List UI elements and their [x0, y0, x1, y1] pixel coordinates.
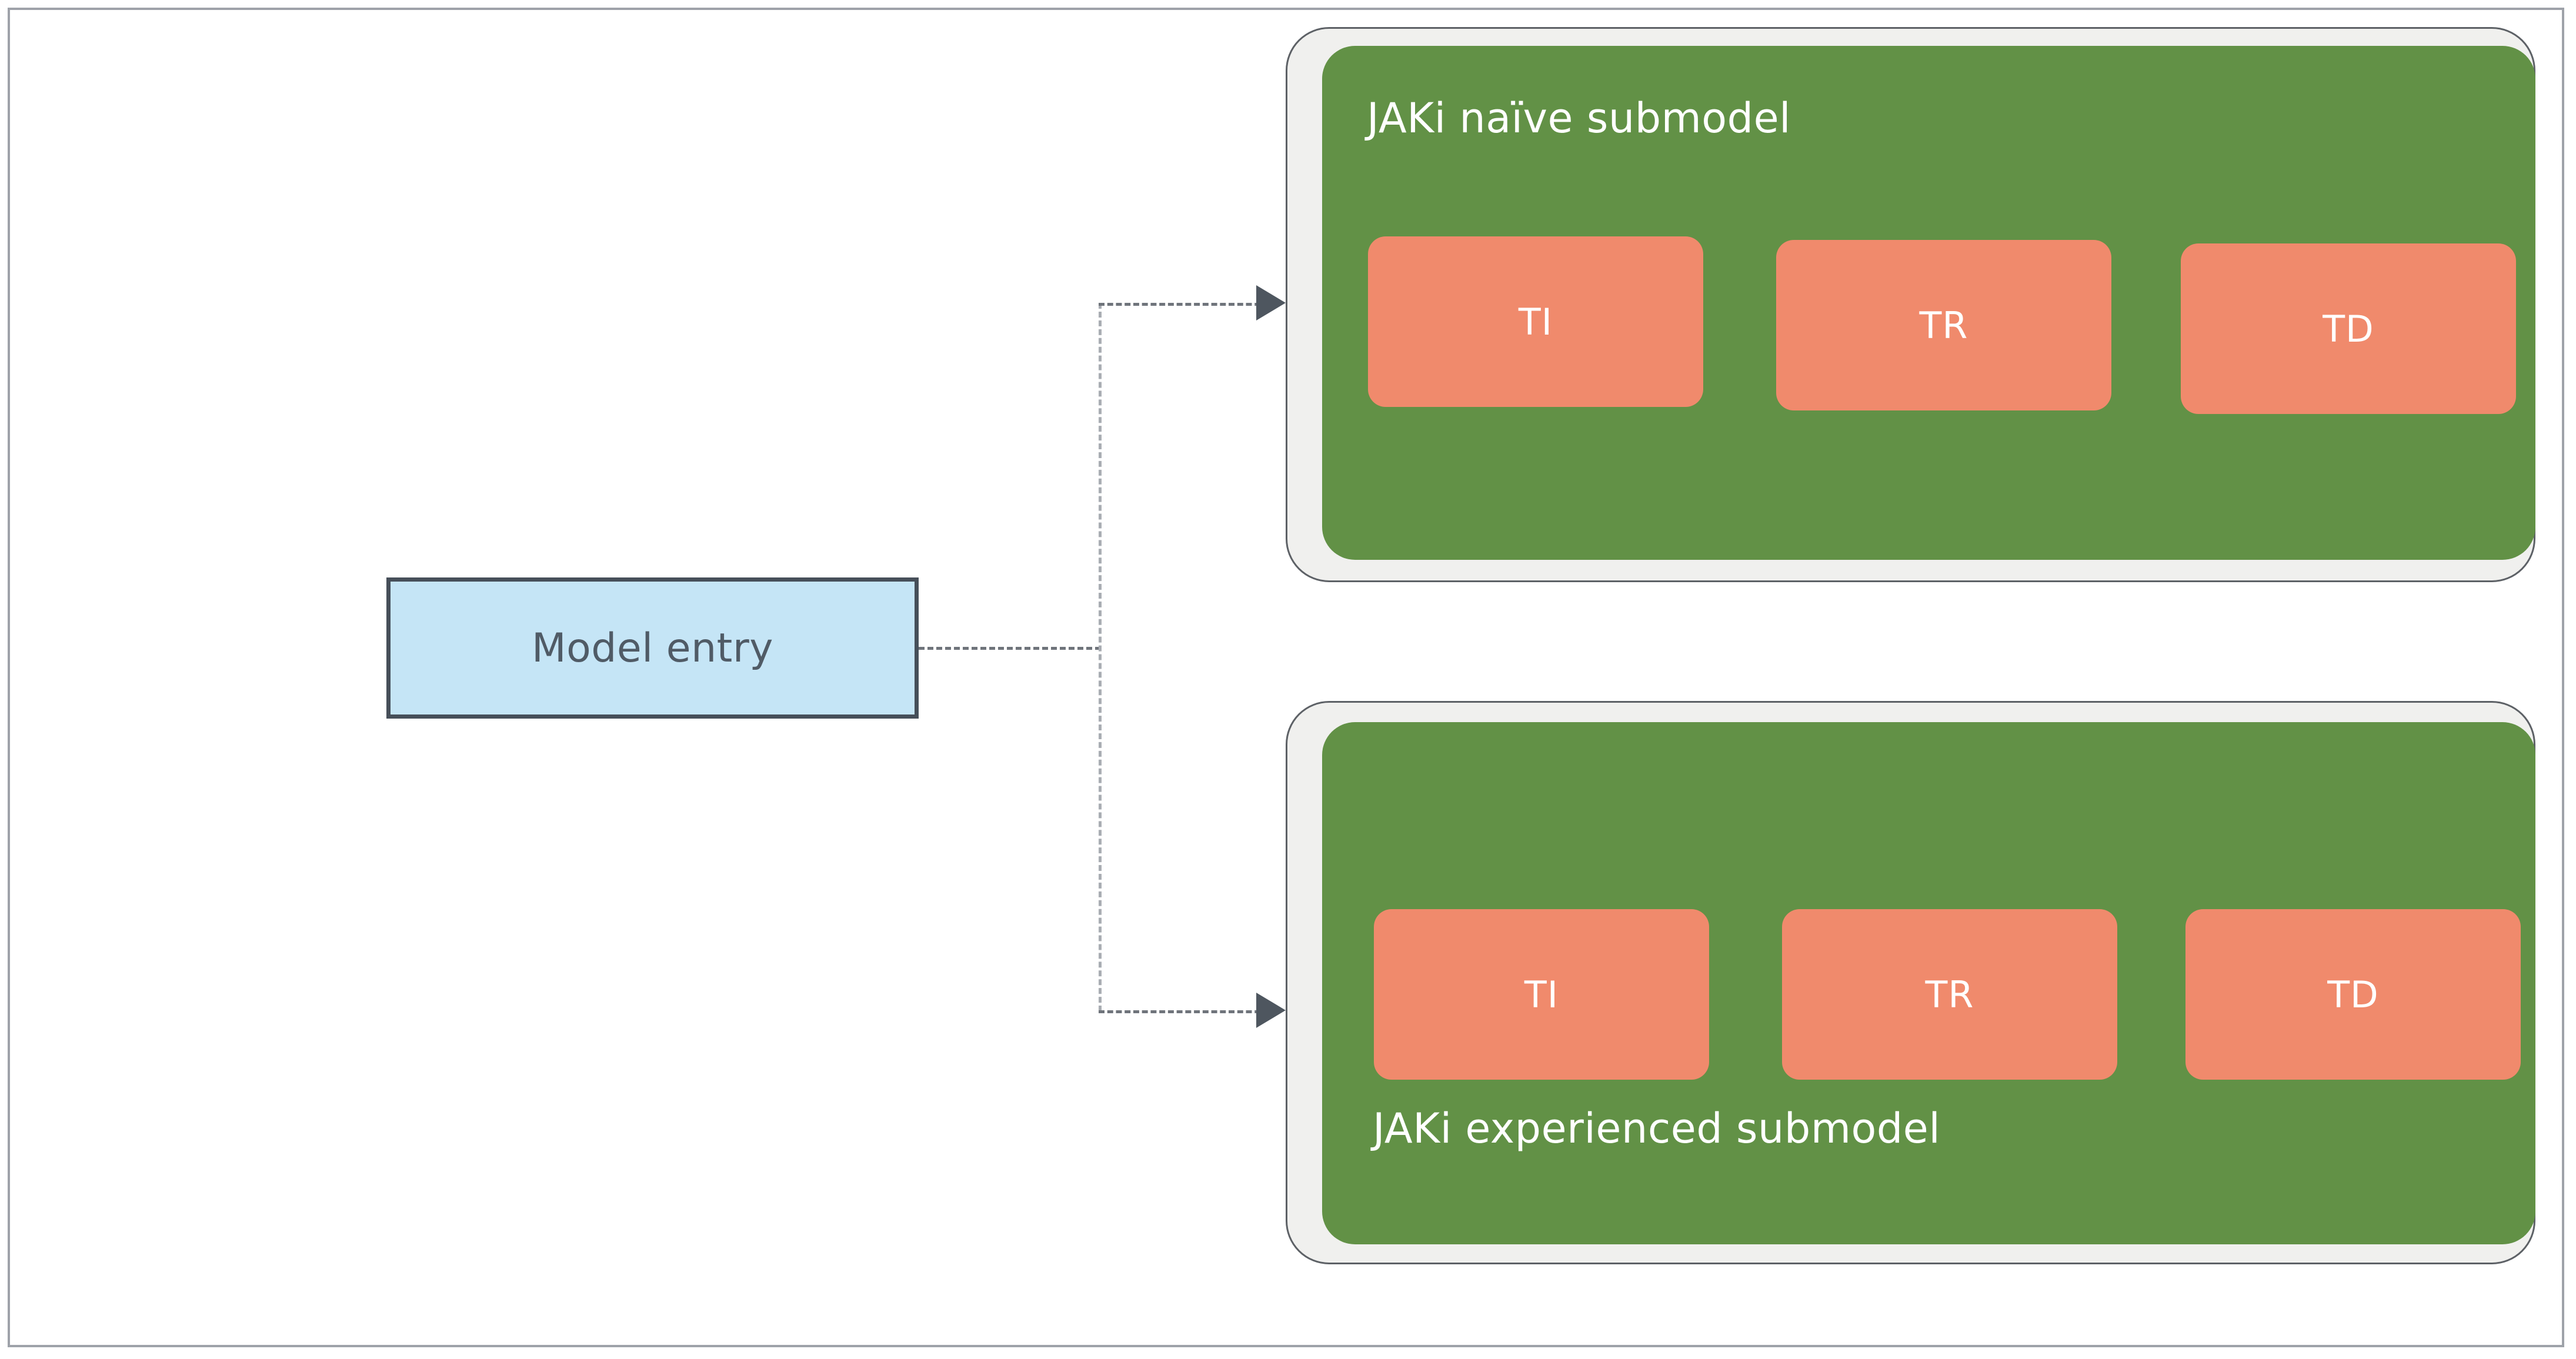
group-title-naive: JAKi naïve submodel — [1367, 94, 1791, 142]
arrowhead-naive — [1256, 285, 1286, 320]
model-entry-node[interactable]: Model entry — [386, 577, 919, 719]
node-tr-naive[interactable]: TR — [1776, 240, 2111, 410]
model-entry-label: Model entry — [531, 625, 774, 672]
node-td-experienced[interactable]: TD — [2185, 909, 2521, 1080]
node-td-naive-label: TD — [2323, 307, 2374, 350]
node-ti-naive[interactable]: TI — [1368, 236, 1703, 407]
node-tr-experienced[interactable]: TR — [1782, 909, 2117, 1080]
group-naive-submodel[interactable]: JAKi naïve submodel TI TR TD — [1322, 46, 2535, 560]
node-tr-experienced-label: TR — [1925, 973, 1974, 1016]
node-td-experienced-label: TD — [2327, 973, 2379, 1016]
page-border — [8, 8, 2564, 1347]
node-ti-experienced-label: TI — [1524, 973, 1559, 1016]
arrowhead-experienced — [1256, 993, 1286, 1028]
node-ti-naive-label: TI — [1518, 300, 1553, 343]
node-td-naive[interactable]: TD — [2181, 243, 2516, 414]
node-ti-experienced[interactable]: TI — [1374, 909, 1709, 1080]
node-tr-naive-label: TR — [1919, 303, 1968, 347]
group-title-experienced: JAKi experienced submodel — [1373, 1104, 1941, 1153]
group-experienced-submodel[interactable]: TI TR TD JAKi experienced submodel — [1322, 722, 2535, 1244]
